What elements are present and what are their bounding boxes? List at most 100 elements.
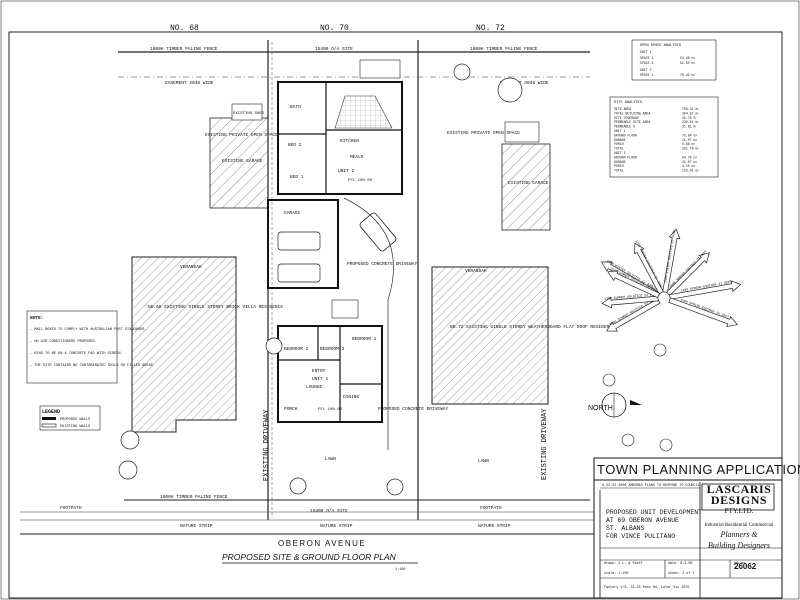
site-width-bottom: 15400 O/A SITE [310, 508, 348, 514]
site-analysis-row-value: 4.88 m² [682, 142, 695, 146]
sun-arrow-label: 1200 SUMMER SOLSTICE 22 DEC [604, 292, 656, 300]
legend-proposed: PROPOSED WALLS [60, 418, 90, 422]
bedroom3-label: BEDROOM 3 [320, 346, 345, 352]
unit1-garage [331, 299, 359, 319]
os-val-1: 54.46 m² [680, 56, 695, 60]
existing-pos-left-label: EXISTING PRIVATE OPEN SPACE [205, 132, 278, 138]
site-analysis-row-value: 21.07 m² [682, 160, 697, 164]
firm-service-2: Residential [724, 523, 748, 528]
no68-house-label: NO.68 EXISTING SINGLE STOREY BRICK VILLA… [148, 304, 283, 310]
os-val-4: 76.49 m² [680, 73, 695, 77]
site-analysis-row-value: 204.87 m² [682, 111, 699, 115]
os-row-3: UNIT 2 [640, 68, 652, 72]
trees [118, 63, 523, 496]
note-3: - BINS TO BE ON A CONCRETE PAD WITH SCRE… [30, 352, 123, 356]
scale-label: scale: 1:100 [604, 571, 628, 576]
firm-tagline-1: Planners & [720, 530, 758, 539]
bedroom1-label: BEDROOM 1 [352, 336, 377, 342]
site-analysis-row-label: UNIT 1 [614, 129, 626, 133]
unit1-outline [277, 325, 383, 423]
site-analysis-row-value: 110.01 m² [682, 169, 699, 173]
driveway-centre-label: PROPOSED CONCRETE DRIVEWAY [347, 261, 418, 267]
legend-title: LEGEND [42, 409, 60, 415]
bed1-label: BED 1 [290, 174, 304, 180]
sun-arrow [666, 252, 710, 296]
site-analysis-row-label: SITE AREA [614, 107, 631, 111]
site-analysis-row-label: PORCH [614, 164, 624, 168]
site-analysis-row-value: 101.79 m² [682, 147, 699, 151]
verandah-right-label: VERANDAH [465, 268, 487, 274]
drawing-frame [8, 31, 783, 599]
nature-strip-right: NATURE STRIP [478, 523, 511, 529]
lot-no68-label: NO. 68 [170, 24, 199, 33]
existing-shed-label: EXISTING SHED [233, 112, 265, 116]
site-analysis-row-value: 45.78 % [682, 116, 695, 120]
legend-existing-swatch [41, 423, 57, 428]
site-analysis-row-value: 75.84 m² [682, 133, 697, 137]
note-4: - THE SITE CONTAINS NO CONTAMINATED SOIL… [30, 364, 153, 368]
title-block [593, 457, 783, 599]
lawn-left-label: LAWN [325, 456, 336, 462]
firm-address: Factory 1/9, 33-35 Ross Rd, Lalor Vic 30… [604, 585, 689, 590]
existing-garage-no68 [209, 117, 269, 209]
driveway-edge [343, 197, 394, 450]
nature-strip-left: NATURE STRIP [180, 523, 213, 529]
meals-label: MEALS [350, 154, 364, 160]
sun-arrow [668, 297, 738, 328]
firm-logo-box [701, 483, 775, 511]
os-row-0: UNIT 1 [640, 50, 652, 54]
lounge-label: LOUNGE [306, 384, 323, 390]
site-analysis-row-label: UNIT 2 [614, 151, 626, 155]
kitchen-label: KITCHEN [340, 138, 359, 144]
sun-arrow [662, 228, 681, 293]
firm-services: Industrial Residential Commercial [700, 523, 778, 529]
note-2: - NO AIR CONDITIONERS PROPOSED. [30, 340, 97, 344]
site-analysis-row-label: SITE COVERAGE [614, 116, 639, 120]
bath-label: BATH [290, 104, 301, 110]
fence-left-label: 1800H TIMBER PALING FENCE [150, 46, 218, 52]
car-2 [277, 263, 321, 283]
no72-house-label: NO.72 EXISTING SINGLE STOREY WEATHERBOAR… [450, 324, 615, 330]
legend-proposed-swatch [42, 417, 56, 420]
driveway-front-label: PROPOSED CONCRETE DRIVEWAY [378, 406, 449, 412]
site-analysis-row-label: TOTAL [614, 169, 624, 173]
nature-strip-centre: NATURE STRIP [320, 523, 353, 529]
footpath-left-label: FOOTPATH [60, 505, 82, 511]
north-label: NORTH [588, 405, 613, 412]
site-analysis-row-label: GROUND FLOOR [614, 133, 637, 137]
unit2-ffl: FFL 100.00 [348, 179, 373, 183]
project-description: PROPOSED UNIT DEVELOPMENT AT 69 OBERON A… [606, 509, 702, 541]
os-row-2: SPACE 2 [640, 61, 653, 65]
firm-tagline-2: Building Designers [708, 541, 770, 550]
entry-label: ENTRY [312, 368, 326, 374]
footpath-right-label: FOOTPATH [480, 505, 502, 511]
site-analysis-row-value: 758.31 m² [682, 107, 699, 111]
existing-pos-right-label: EXISTING PRIVATE OPEN SPACE [447, 130, 520, 136]
unit2-label: UNIT 2 [338, 168, 355, 174]
job-number: 26062 [734, 562, 757, 571]
car-1 [277, 231, 321, 251]
notes-box [26, 310, 118, 384]
firm-logo: LASCARIS DESIGNS PTY.LTD. Industrial Res… [700, 483, 778, 551]
firm-service-1: Industrial [704, 523, 724, 528]
porch-label: PORCH [284, 406, 298, 412]
sheet-label: sheet: 2 of 7 [668, 571, 694, 576]
plan-title: PROPOSED SITE & GROUND FLOOR PLAN [222, 552, 397, 562]
open-space-analysis: OPEN SPACE ANALYSIS UNIT 1 SPACE 1 54.46… [631, 39, 717, 81]
revision-note: A 23.02.2006 AMENDED PLANS TO RESPOND TO… [602, 484, 708, 488]
date-label: date: 6.2.06 [668, 561, 692, 566]
house-no72 [431, 266, 549, 405]
note-1: - MAIL BOXES TO COMPLY WITH AUSTRALIAN P… [30, 328, 146, 332]
sun-arrow [606, 298, 661, 332]
existing-shed-no72 [504, 121, 540, 143]
house-no68 [131, 256, 237, 433]
site-analysis-row-label: TOTAL [614, 147, 624, 151]
project-line-4: FOR VINCE PULITANO [606, 533, 676, 540]
project-line-2: AT 69 OBERON AVENUE [606, 517, 679, 524]
sun-arrow [669, 280, 742, 300]
unit2-outline [277, 81, 403, 195]
town-planning-title: TOWN PLANNING APPLICATION [597, 462, 800, 477]
dining-label: DINING [343, 394, 360, 400]
